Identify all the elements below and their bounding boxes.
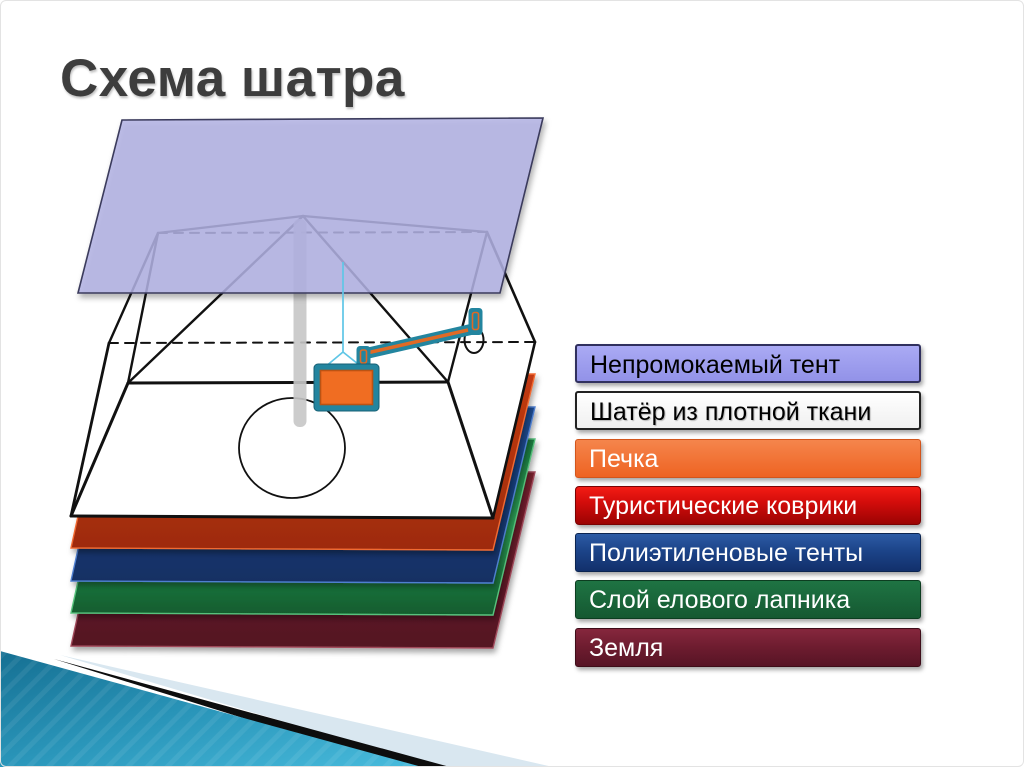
legend-item-spruce-layer: Слой елового лапника: [575, 580, 921, 620]
legend-item-ground: Земля: [575, 627, 921, 667]
legend-item-polyethylene: Полиэтиленовые тенты: [575, 533, 921, 573]
legend-item-fabric-tent: Шатёр из плотной ткани: [575, 391, 921, 431]
legend-item-tourist-mats: Туристические коврики: [575, 485, 921, 525]
pale-wedge: [60, 655, 553, 767]
slide-title: Схема шатра: [60, 49, 405, 108]
chimney-pipe: [356, 308, 483, 368]
corner-decoration: [0, 651, 553, 767]
waterproof-cover-plane: [76, 117, 545, 294]
legend-item-stove: Печка: [575, 438, 921, 478]
stove: [313, 363, 380, 412]
teal-wedge-texture: [0, 651, 422, 767]
floor-circle: [238, 397, 346, 499]
legend-item-waterproof-cover: Непромокаемый тент: [575, 344, 921, 383]
legend: Непромокаемый тент Шатёр из плотной ткан…: [575, 344, 921, 667]
black-stripe: [54, 659, 450, 767]
